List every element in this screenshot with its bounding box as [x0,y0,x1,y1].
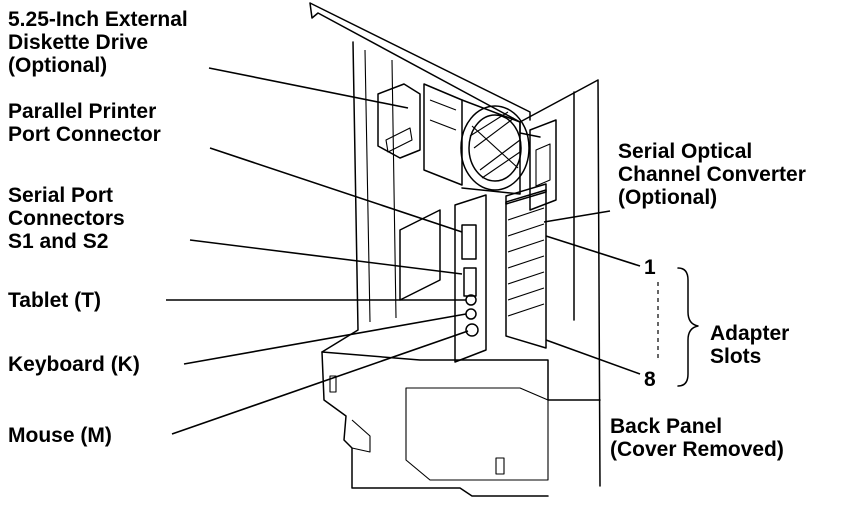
fan-grille [469,111,521,179]
serial-port-shape [463,267,477,297]
diskette-drive-slot [385,127,413,153]
parallel-port-shape [461,224,477,260]
label-slot-1: 1 [644,256,656,279]
label-mouse: Mouse (M) [8,424,112,447]
label-external-diskette-drive: 5.25-Inch External Diskette Drive (Optio… [8,8,188,77]
upper-bay [423,83,463,186]
label-line: Back Panel [610,415,723,438]
label-line: 1 [644,256,656,279]
label-line: Connectors [8,207,125,230]
label-line: 8 [644,368,656,391]
leader-parallel-port [209,147,463,233]
fan-blade-ring [468,114,522,182]
label-line: Slots [710,345,762,368]
label-slot-8: 8 [644,368,656,391]
label-tablet: Tablet (T) [8,289,101,312]
slot-dividers [507,207,545,317]
label-keyboard: Keyboard (K) [8,353,140,376]
label-line: S1 and S2 [8,230,109,253]
fan-frame [461,99,521,195]
leader-serial-ports [189,239,463,275]
label-line: Serial Optical [618,140,753,163]
fan-housing [460,105,530,191]
upper-bay-detail [429,99,457,131]
leader-keyboard [183,313,467,365]
label-serial-optical-converter: Serial Optical Channel Converter (Option… [618,140,806,209]
base-notch [351,419,371,453]
label-line: Adapter [710,322,790,345]
keyboard-port-shape [465,308,477,320]
label-line: Mouse (M) [8,424,112,447]
label-line: Diskette Drive [8,31,149,54]
label-line: Serial Port [8,184,114,207]
label-line: Parallel Printer [8,100,157,123]
optical-converter-shape [505,183,547,205]
leader-slot-1 [545,235,641,267]
diskette-drive-body [377,83,421,159]
label-line: Port Connector [8,123,161,146]
central-panel [399,209,441,301]
slot-frame [505,189,547,349]
base-inner [405,387,549,481]
label-back-panel: Back Panel (Cover Removed) [610,415,784,461]
base-feet [329,375,505,475]
base-front [321,351,601,401]
label-serial-port-connectors: Serial Port Connectors S1 and S2 [8,184,125,253]
right-bracket-detail [535,143,551,187]
label-line: Keyboard (K) [8,353,140,376]
right-bracket [529,119,557,211]
label-line: (Optional) [618,186,718,209]
label-line: (Cover Removed) [610,438,784,461]
mouse-port-shape [465,323,479,337]
label-line: 5.25-Inch External [8,8,188,31]
port-panel [454,194,487,363]
label-line: Tablet (T) [8,289,101,312]
leader-optical-converter [543,210,611,223]
label-parallel-printer-port: Parallel Printer Port Connector [8,100,161,146]
label-adapter-slots: Adapter Slots [710,322,789,368]
chassis-inner-left [364,49,397,323]
unit-right-edge [519,79,601,487]
label-line: Channel Converter [618,163,806,186]
chassis-left-edge [321,41,549,497]
adapter-slots-brace [677,267,699,387]
leader-mouse [171,330,469,435]
leader-slot-8 [545,339,641,375]
label-line: (Optional) [8,54,108,77]
leader-diskette-drive [208,67,409,109]
